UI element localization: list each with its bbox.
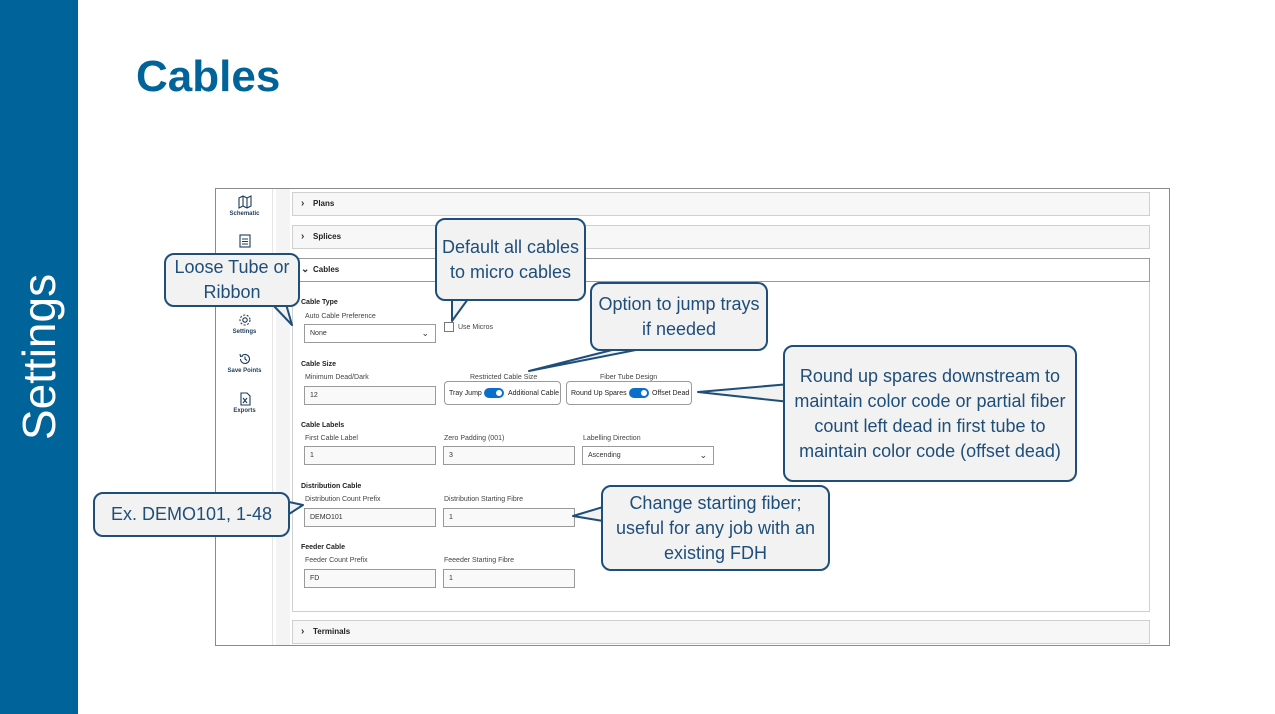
feeder-prefix-label: Feeder Count Prefix: [305, 557, 368, 564]
nav-label: Settings: [232, 329, 257, 335]
dist-start-label: Distribution Starting Fibre: [444, 496, 523, 503]
accordion-label: Terminals: [313, 627, 351, 636]
restricted-left-label: Tray Jump: [449, 390, 482, 397]
direction-select[interactable]: Ascending ⌄: [582, 446, 714, 465]
feeder-start-label: Feeeder Starting Fibre: [444, 557, 515, 564]
accordion-cables[interactable]: ⌄ Cables: [292, 258, 1150, 282]
nav-item-schematic[interactable]: Schematic: [216, 195, 273, 217]
min-dead-label: Minimum Dead/Dark: [305, 374, 369, 381]
restricted-toggle-group: Tray Jump Additional Cable: [444, 381, 561, 405]
section-distribution: Distribution Cable: [301, 483, 362, 490]
accordion-plans[interactable]: › Plans: [292, 192, 1150, 216]
first-label-label: First Cable Label: [305, 435, 358, 442]
map-icon: [237, 195, 252, 209]
document-icon: [238, 234, 251, 248]
accordion-label: Cables: [313, 265, 340, 274]
zero-pad-label: Zero Padding (001): [444, 435, 505, 442]
use-micros-checkbox[interactable]: [444, 322, 454, 332]
auto-pref-value: None: [310, 330, 327, 337]
dist-start-input[interactable]: 1: [443, 508, 575, 527]
callout-jump-trays: Option to jump trays if needed: [590, 282, 768, 351]
chevron-right-icon: ›: [301, 626, 305, 637]
section-cable-type: Cable Type: [301, 299, 338, 306]
history-icon: [238, 353, 250, 364]
fiber-tube-toggle-group: Round Up Spares Offset Dead: [566, 381, 692, 405]
first-label-input[interactable]: 1: [304, 446, 436, 465]
auto-pref-label: Auto Cable Preference: [305, 313, 376, 320]
nav-label: Exports: [233, 408, 256, 414]
nav-item-save-points[interactable]: Save Points: [216, 352, 273, 374]
accordion-splices[interactable]: › Splices: [292, 225, 1150, 249]
callout-round-up: Round up spares downstream to maintain c…: [783, 345, 1077, 482]
callout-example: Ex. DEMO101, 1-48: [93, 492, 290, 537]
direction-value: Ascending: [588, 452, 621, 459]
nav-item-document[interactable]: [216, 234, 273, 250]
excel-icon: [239, 392, 251, 406]
chevron-down-icon: ⌄: [699, 450, 707, 460]
callout-default-micro: Default all cables to micro cables: [435, 218, 586, 301]
direction-label: Labelling Direction: [583, 435, 641, 442]
fiber-tube-left-label: Round Up Spares: [571, 390, 627, 397]
zero-pad-input[interactable]: 3: [443, 446, 575, 465]
restricted-right-label: Additional Cable: [508, 390, 559, 397]
feeder-start-input[interactable]: 1: [443, 569, 575, 588]
accordion-terminals[interactable]: › Terminals: [292, 620, 1150, 644]
dist-prefix-input[interactable]: DEMO101: [304, 508, 436, 527]
use-micros-label: Use Micros: [458, 324, 494, 331]
fiber-tube-toggle[interactable]: [629, 388, 649, 398]
restricted-toggle[interactable]: [484, 388, 504, 398]
fiber-tube-right-label: Offset Dead: [652, 390, 690, 397]
chevron-down-icon: ⌄: [421, 328, 429, 338]
section-cable-labels: Cable Labels: [301, 422, 345, 429]
callout-starting-fiber: Change starting fiber; useful for any jo…: [601, 485, 830, 571]
side-band: Settings: [0, 0, 78, 714]
restricted-label: Restricted Cable Size: [470, 374, 538, 381]
nav-label: Schematic: [229, 211, 260, 217]
callout-loose-tube: Loose Tube or Ribbon: [164, 253, 300, 307]
min-dead-input[interactable]: 12: [304, 386, 436, 405]
app-screenshot: Schematic Settings: [215, 188, 1170, 646]
chevron-right-icon: ›: [301, 231, 305, 242]
accordion-label: Splices: [313, 232, 342, 241]
chevron-down-icon: ⌄: [301, 264, 310, 275]
dist-prefix-label: Distribution Count Prefix: [305, 496, 381, 503]
accordion-label: Plans: [313, 199, 335, 208]
nav-label: Save Points: [227, 368, 262, 374]
nav-item-exports[interactable]: Exports: [216, 392, 273, 414]
section-feeder: Feeder Cable: [301, 544, 345, 551]
section-cable-size: Cable Size: [301, 361, 337, 368]
gear-icon: [238, 314, 251, 326]
side-title: Settings: [13, 273, 65, 441]
nav-item-settings[interactable]: Settings: [216, 313, 273, 335]
fiber-tube-label: Fiber Tube Design: [600, 374, 658, 381]
auto-pref-select[interactable]: None ⌄: [304, 324, 436, 343]
slide-title: Cables: [136, 52, 281, 101]
feeder-prefix-input[interactable]: FD: [304, 569, 436, 588]
chevron-right-icon: ›: [301, 198, 305, 209]
